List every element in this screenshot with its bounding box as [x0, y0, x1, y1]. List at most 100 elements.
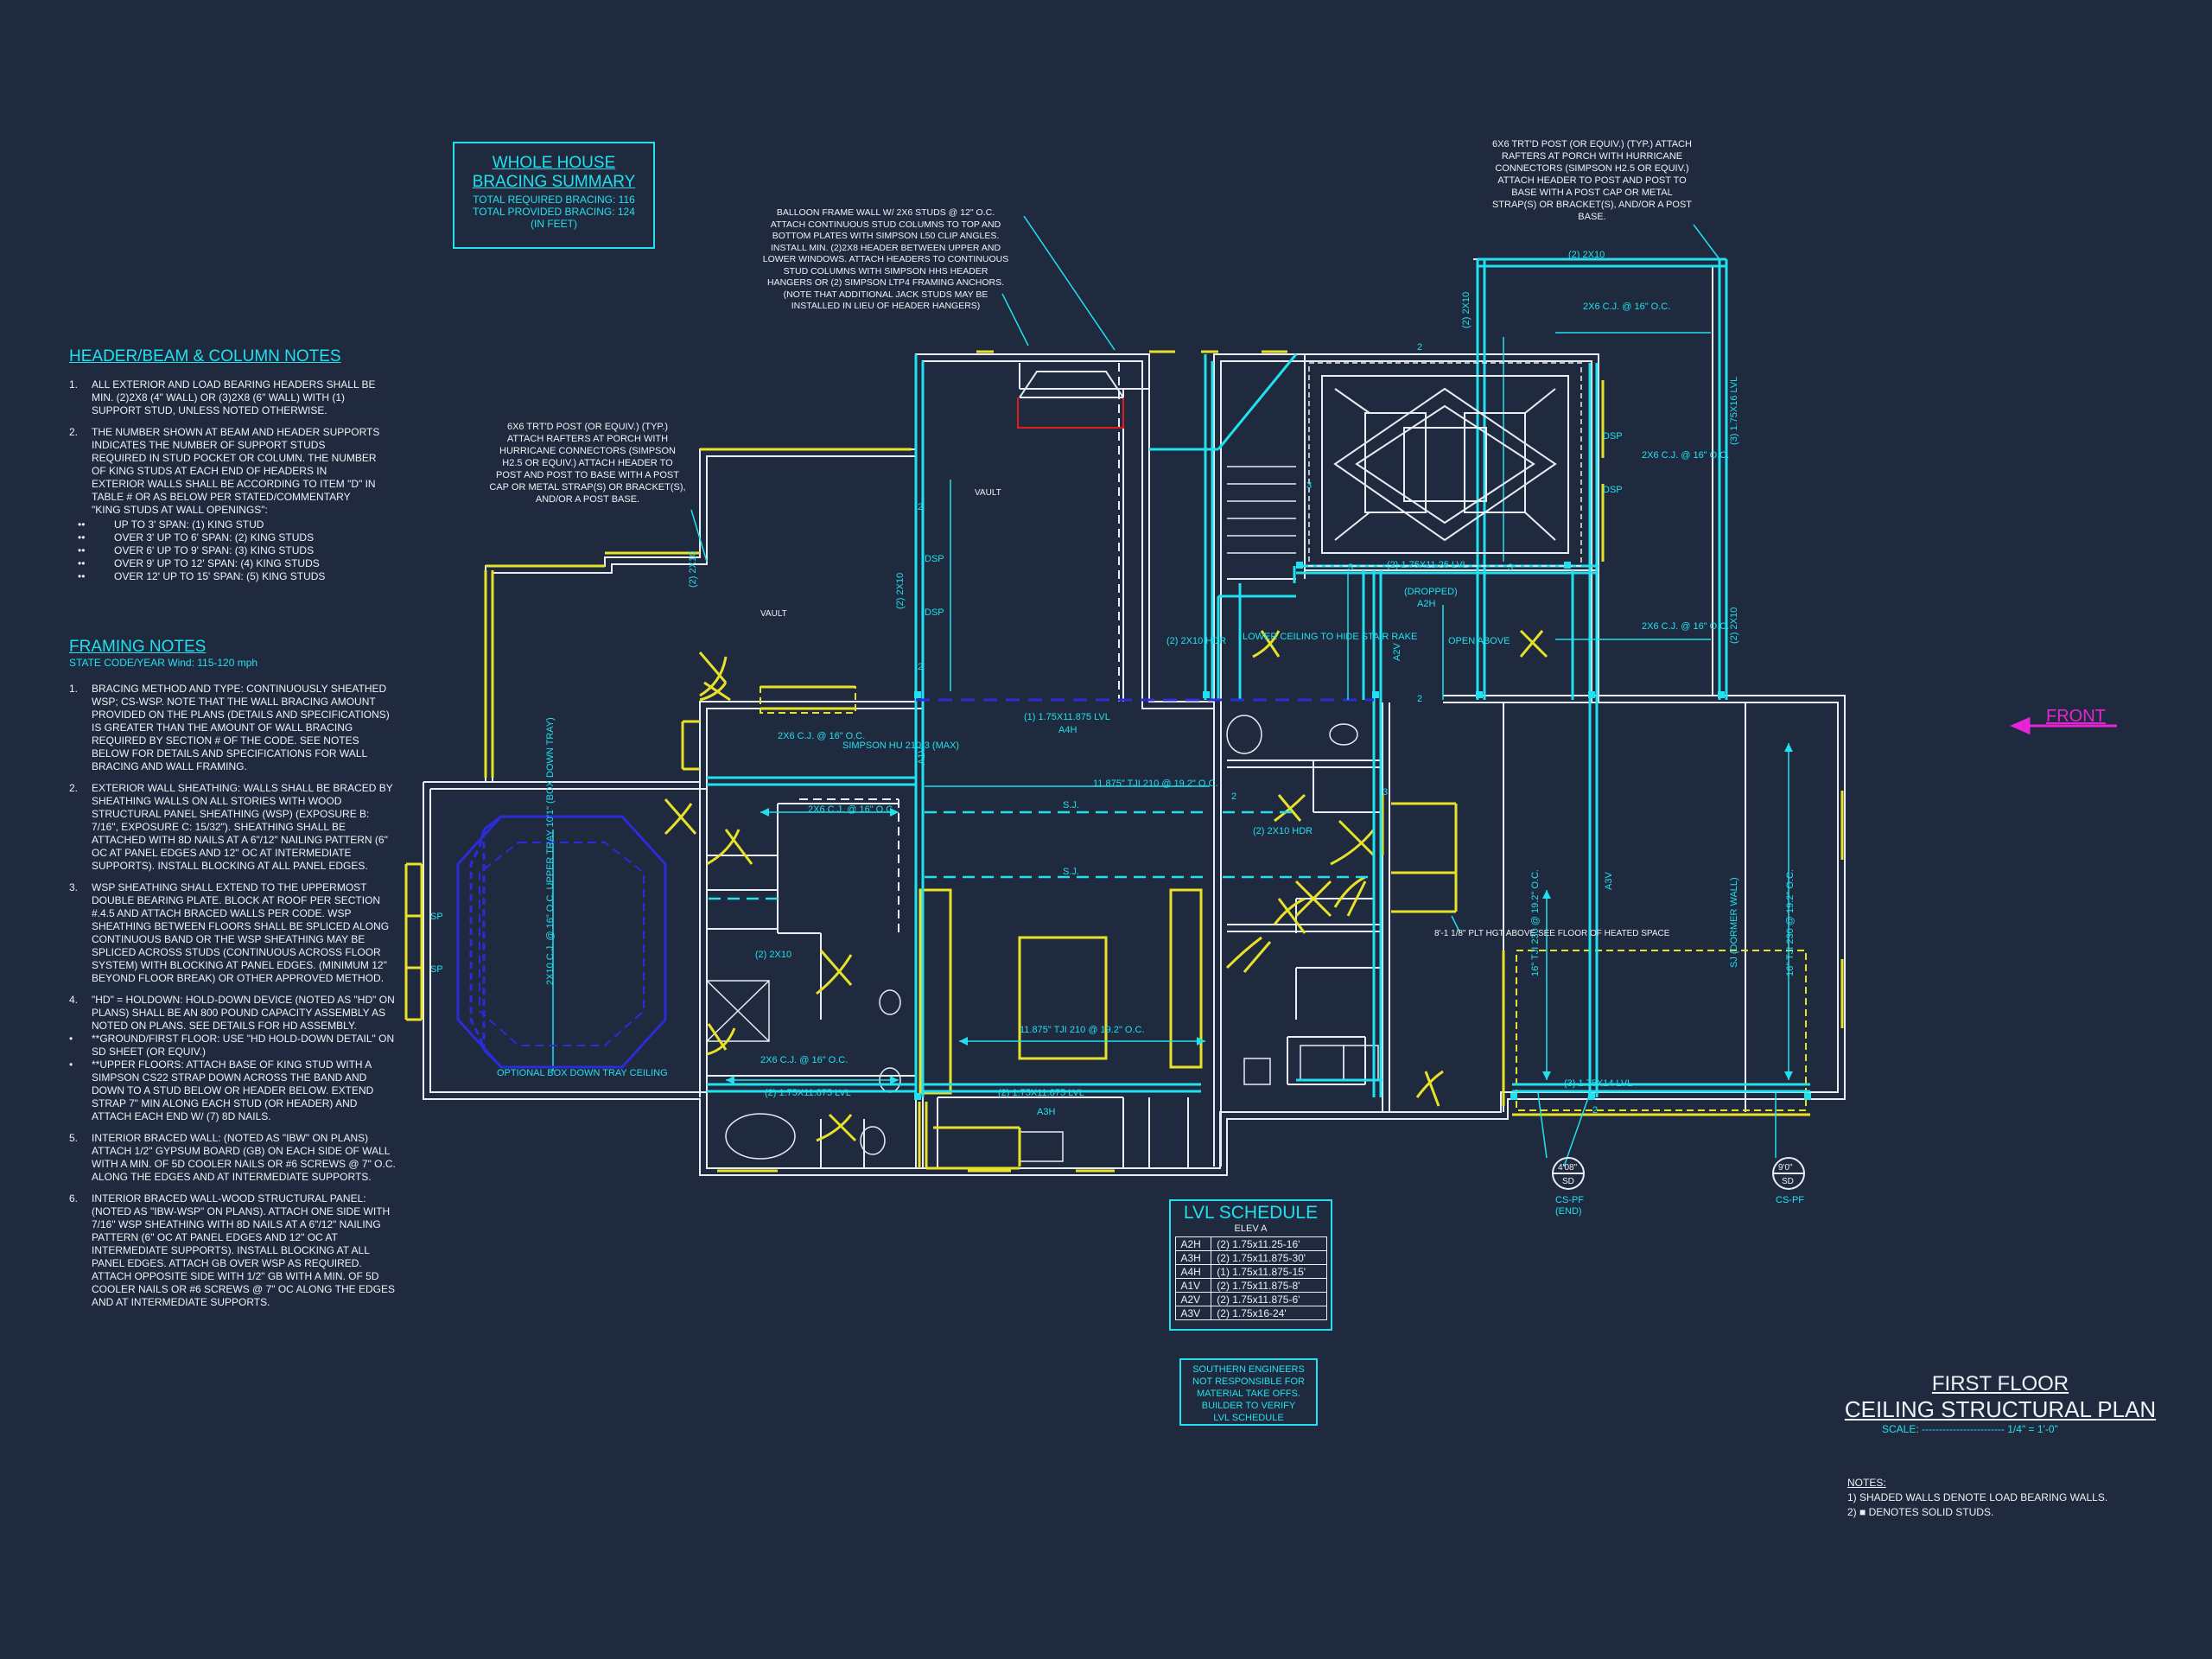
- framing-notes-list: 1.BRACING METHOD AND TYPE: CONTINUOUSLY …: [69, 683, 397, 1318]
- drawing-scale: SCALE: ------------------------ 1/4" = 1…: [1882, 1423, 2058, 1435]
- bracing-required: TOTAL REQUIRED BRACING: 116: [473, 194, 635, 206]
- header-notes-list: 1.ALL EXTERIOR AND LOAD BEARING HEADERS …: [69, 378, 380, 583]
- sp-label-1: SP: [430, 912, 443, 922]
- section-sd-1: SD: [1562, 1177, 1574, 1186]
- dsp-label-2: DSP: [925, 607, 944, 618]
- tji-label-2: 11.875" TJI 210 @ 19.2" O.C.: [1020, 1025, 1145, 1035]
- bracing-title-1: WHOLE HOUSE: [492, 154, 616, 172]
- engineers-note-line-3: MATERIAL TAKE OFFS.: [1196, 1389, 1300, 1399]
- lvl-porch-label: (3) 1.75x16 LVL: [1729, 377, 1739, 445]
- engineers-note-line-5: LVL SCHEDULE: [1213, 1413, 1284, 1423]
- stud-count-1: 2: [918, 502, 923, 512]
- tag-a2h: A2H: [1417, 599, 1435, 609]
- framing-note-4: 4."HD" = HOLDOWN: HOLD-DOWN DEVICE (NOTE…: [69, 994, 395, 1032]
- bracing-title-2: BRACING SUMMARY: [472, 173, 636, 191]
- porch-2x10-right: (2) 2x10: [1729, 607, 1739, 644]
- cs-pf-1: CS-PF: [1555, 1195, 1584, 1205]
- lvl-schedule-table: A2H(2) 1.75x11.25-16' A3H(2) 1.75x11.875…: [1174, 1236, 1327, 1320]
- porch-cj-label-2: 2x6 C.J. @ 16" O.C.: [1642, 450, 1729, 461]
- framing-note-6: 6.INTERIOR BRACED WALL-WOOD STRUCTURAL P…: [69, 1192, 395, 1308]
- bracing-units: (IN FEET): [531, 218, 577, 230]
- stud-count-5: 3: [1348, 563, 1353, 573]
- tag-a2v: A2V: [1392, 643, 1402, 661]
- post-callout-right: 6x6 TRT'D POST (OR EQUIV.) (TYP.) ATTACH…: [1491, 139, 1693, 222]
- tray-ceiling: [456, 815, 667, 1069]
- sj-label-1: S.J.: [1063, 800, 1079, 810]
- span-list: ••UP TO 3' SPAN: (1) KING STUD ••OVER 3'…: [78, 518, 326, 582]
- tag-a3v: A3V: [1604, 872, 1614, 890]
- tray-note-label: OPTIONAL BOX DOWN TRAY CEILING: [497, 1068, 668, 1078]
- legend-note-2: 2) ■ DENOTES SOLID STUDS.: [1847, 1506, 1994, 1518]
- engineers-note-line-1: SOUTHERN ENGINEERS: [1192, 1364, 1305, 1375]
- engineers-note-line-4: BUILDER TO VERIFY: [1201, 1401, 1296, 1411]
- header-2x10-lower: (2) 2x10: [755, 950, 791, 960]
- lvl-a4h-label: (1) 1.75x11.875 LVL: [1024, 712, 1110, 722]
- door-swings: [664, 629, 1548, 1142]
- stud-count-7: 2: [1417, 694, 1422, 704]
- bearing-walls: [404, 350, 1844, 1173]
- header-2x10-hdr: (2) 2x10 HDR: [1166, 636, 1226, 646]
- ceiling-joist-label-3: 2x6 C.J. @ 16" O.C.: [778, 731, 865, 741]
- drawing-title-block: FIRST FLOOR CEILING STRUCTURAL PLAN SCAL…: [1840, 1372, 2160, 1435]
- table-row: A2H(2) 1.75x11.25-16': [1174, 1236, 1327, 1251]
- stud-count-6: 3: [1508, 563, 1513, 573]
- front-label: FRONT: [2046, 707, 2106, 726]
- stud-count-2: 2: [918, 662, 923, 672]
- section-markers: [1552, 1157, 1805, 1190]
- bracing-provided: TOTAL PROVIDED BRACING: 124: [473, 206, 635, 218]
- cs-pf-end: (END): [1555, 1206, 1582, 1217]
- table-row: A4H(1) 1.75x11.875-15': [1174, 1264, 1327, 1279]
- post-callout-left: 6x6 TRT'D POST (OR EQUIV.) (TYP.) ATTACH…: [489, 422, 686, 505]
- table-row: A3V(2) 1.75x16-24': [1174, 1306, 1327, 1320]
- porch-cj-label: 2x6 C.J. @ 16" O.C.: [1583, 302, 1670, 312]
- porch-top-label: (2) 2x10: [1568, 250, 1605, 260]
- sp-label-2: SP: [430, 964, 443, 975]
- legend-notes: NOTES: 1) SHADED WALLS DENOTE LOAD BEARI…: [1847, 1476, 2107, 1520]
- lvl-schedule-subtitle: ELEV A: [1234, 1224, 1268, 1234]
- lvl-bottom-label-1: (2) 1.75x11.875 LVL: [765, 1088, 851, 1098]
- header-note-2: 2.THE NUMBER SHOWN AT BEAM AND HEADER SU…: [69, 426, 380, 516]
- tag-a4h: A4H: [1058, 725, 1077, 735]
- fireplace: [1017, 397, 1124, 429]
- stud-count-9: 3: [1382, 787, 1388, 798]
- dsp-label-4: DSP: [1603, 485, 1623, 495]
- stud-count-3: 2: [1417, 342, 1422, 353]
- coffered-ceiling: [1321, 375, 1569, 554]
- lvl-top-right-label: (2) 1.75x11.25 LVL: [1387, 560, 1468, 570]
- dropped-label: (DROPPED): [1404, 587, 1458, 597]
- framing-notes-title: FRAMING NOTES: [69, 638, 207, 656]
- tji-label: 11.875" TJI 210 @ 19.2" O.C.: [1093, 779, 1218, 789]
- section-tag-1: 4'08": [1558, 1163, 1578, 1173]
- framing-note-1: 1.BRACING METHOD AND TYPE: CONTINUOUSLY …: [69, 683, 390, 772]
- drawing-title-line-2: CEILING STRUCTURAL PLAN: [1844, 1396, 2157, 1422]
- vault-label-1: VAULT: [975, 488, 1001, 498]
- framing-note-5: 5.INTERIOR BRACED WALL: (NOTED AS "IBW" …: [69, 1132, 396, 1183]
- framing-note-3: 3.WSP SHEATHING SHALL EXTEND TO THE UPPE…: [69, 881, 390, 984]
- cs-pf-2: CS-PF: [1776, 1195, 1804, 1205]
- lvl-bottom-label-2: (2) 1.75x11.875 LVL: [998, 1088, 1084, 1098]
- vault-label-2: VAULT: [760, 609, 787, 619]
- header-2x10-hdr-2: (2) 2x10 HDR: [1253, 826, 1313, 836]
- tji-right-label-2: 16" TJI 230 @ 19.2" O.C.: [1785, 869, 1796, 976]
- header-2x10-vertical: (2) 2x10: [895, 573, 906, 609]
- lvl-right-bottom-label: (3) 1.75x14 LVL: [1564, 1078, 1632, 1089]
- framing-note-4a: •**GROUND/FIRST FLOOR: USE "HD HOLD-DOWN…: [69, 1033, 395, 1058]
- stud-count-10: 2: [1592, 1105, 1598, 1116]
- ceiling-joist-label: 2x6 C.J. @ 16" O.C.: [808, 804, 895, 815]
- framing-note-2: 2.EXTERIOR WALL SHEATHING: WALLS SHALL B…: [69, 782, 393, 872]
- porch-cj-label-3: 2x6 C.J. @ 16" O.C.: [1642, 621, 1729, 632]
- open-above-label: OPEN ABOVE: [1448, 636, 1510, 646]
- porch-2x10-left: (2) 2x10: [1461, 292, 1471, 328]
- exterior-walls: [423, 258, 1846, 1176]
- structural-beams: [707, 257, 1810, 1097]
- table-row: A3H(2) 1.75x11.875-30': [1174, 1250, 1327, 1265]
- tji-right-label: 16" TJI 230 @ 19.2" O.C.: [1530, 869, 1541, 976]
- simpson-hanger-label: SIMPSON HU 210-3 (MAX): [842, 741, 959, 751]
- dsp-label-3: DSP: [1603, 431, 1623, 442]
- framing-notes-subtitle: STATE CODE/YEAR Wind: 115-120 mph: [69, 657, 258, 669]
- section-tag-2: 9'0": [1778, 1163, 1793, 1173]
- dsp-label-1: DSP: [925, 554, 944, 564]
- table-row: A2V(2) 1.75x11.875-6': [1174, 1292, 1327, 1306]
- bracing-summary-box: WHOLE HOUSE BRACING SUMMARY TOTAL REQUIR…: [453, 142, 655, 249]
